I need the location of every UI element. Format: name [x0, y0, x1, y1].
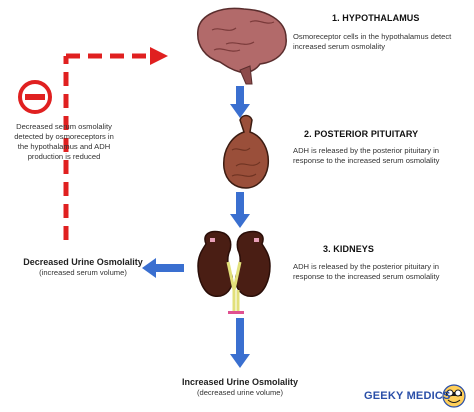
geeky-medics-mascot-icon [442, 384, 466, 408]
arrow-pituitary-to-kidneys [230, 192, 250, 228]
arrow-kidneys-to-left-outcome [142, 258, 184, 278]
pituitary-icon [223, 114, 270, 189]
step-1-title: 1. HYPOTHALAMUS [332, 13, 420, 23]
step-2-description: ADH is released by the posterior pituita… [293, 146, 440, 165]
bottom-outcome: Increased Urine Osmolality (decreased ur… [170, 377, 310, 398]
kidneys-icon [197, 230, 271, 314]
feedback-loop-arrow [63, 47, 168, 240]
step-2-title: 2. POSTERIOR PITUITARY [304, 129, 419, 139]
step-1-description: Osmoreceptor cells in the hypothalamus d… [293, 32, 452, 51]
bottom-outcome-title: Increased Urine Osmolality [181, 377, 299, 387]
left-outcome-subtitle: (increased serum volume) [39, 268, 127, 277]
brain-icon [197, 7, 287, 85]
left-outcome: Decreased Urine Osmolality (increased se… [22, 257, 144, 278]
step-3-title: 3. KIDNEYS [323, 244, 375, 254]
left-outcome-title: Decreased Urine Osmolality [23, 257, 143, 267]
step-3-description: ADH is released by the posterior pituita… [293, 262, 440, 281]
feedback-description: Decreased serum osmolality detected by o… [14, 122, 114, 161]
arrow-hypothalamus-to-pituitary [230, 86, 250, 118]
minus-circle-icon [18, 80, 52, 114]
geeky-medics-logo: GEEKY MEDICS [364, 390, 451, 402]
bottom-outcome-subtitle: (decreased urine volume) [196, 388, 284, 397]
arrow-kidneys-to-bottom-outcome [230, 318, 250, 368]
